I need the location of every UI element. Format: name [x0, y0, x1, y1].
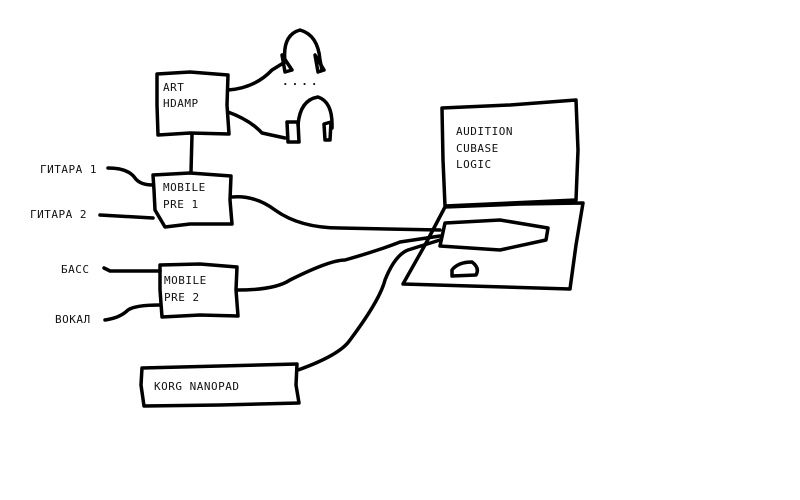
cable-bass: [102, 266, 162, 273]
cable-pre2-to-laptop: [236, 234, 442, 292]
headphones-icon: [226, 28, 334, 144]
laptop-label-3: LOGIC: [456, 158, 492, 171]
cable-guitar-1: [106, 166, 155, 187]
guitar-2-label: ГИТАРА 2: [30, 208, 87, 221]
bass-label: БАСС: [61, 263, 90, 276]
preamp-1-label-1: MOBILE: [163, 181, 206, 194]
vocal-label: ВОКАЛ: [55, 313, 91, 326]
laptop-icon: [401, 98, 585, 291]
korg-box: [139, 362, 301, 408]
cable-vocal: [103, 303, 162, 322]
preamp-1-box: [151, 171, 234, 229]
cable-guitar-2: [98, 213, 155, 220]
cable-pre1-to-laptop: [230, 195, 442, 232]
korg-label: KORG NANOPAD: [154, 380, 240, 393]
cable-amp-to-pre1: [189, 133, 194, 174]
preamp-2-box: [158, 262, 240, 319]
preamp-2-label-2: PRE 2: [164, 291, 200, 304]
headphones-dots: ....: [282, 75, 321, 88]
headphone-amp-label-2: HDAMP: [163, 97, 199, 110]
preamp-1-label-2: PRE 1: [163, 198, 199, 211]
laptop-label-2: CUBASE: [456, 142, 499, 155]
headphone-amp-label-1: ART: [163, 81, 185, 94]
guitar-1-label: ГИТАРА 1: [40, 163, 97, 176]
preamp-2-label-1: MOBILE: [164, 274, 207, 287]
headphone-amp-box: [155, 70, 231, 137]
cable-korg-to-laptop: [296, 238, 442, 372]
laptop-label-1: AUDITION: [456, 125, 513, 138]
